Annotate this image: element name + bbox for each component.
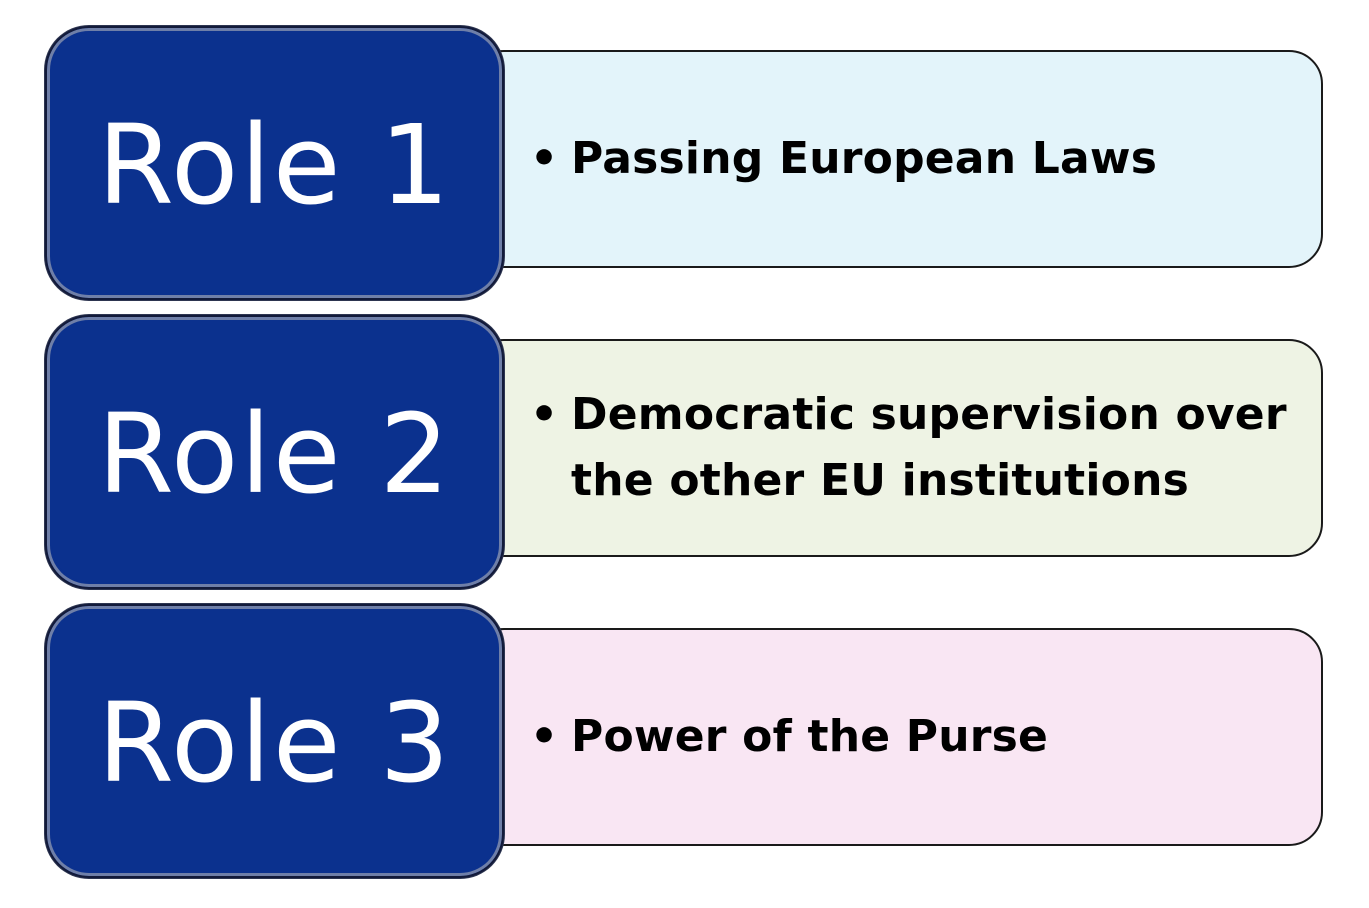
role-2-detail-line-1: Democratic supervision over <box>571 389 1287 440</box>
role-2-detail-line-2: the other EU institutions <box>571 455 1189 506</box>
role-2-detail-item: • Democratic supervision over the other … <box>530 382 1287 514</box>
bullet-icon: • <box>530 389 559 440</box>
role-1-detail-line-1: Passing European Laws <box>571 133 1158 184</box>
role-row-3: • Power of the Purse Role 3 <box>0 602 1369 882</box>
role-3-box: Role 3 <box>45 604 504 878</box>
role-2-detail-list: • Democratic supervision over the other … <box>530 382 1287 514</box>
role-row-1: • Passing European Laws Role 1 <box>0 24 1369 304</box>
bullet-icon: • <box>530 711 559 762</box>
role-3-detail-list: • Power of the Purse <box>530 704 1048 770</box>
role-2-label: Role 2 <box>97 390 452 518</box>
role-1-detail-content: • Passing European Laws <box>530 52 1291 266</box>
role-3-detail-box: • Power of the Purse <box>470 628 1323 846</box>
role-1-detail-list: • Passing European Laws <box>530 126 1157 192</box>
role-row-2: • Democratic supervision over the other … <box>0 313 1369 593</box>
role-2-box: Role 2 <box>45 315 504 589</box>
role-3-detail-line-1: Power of the Purse <box>571 711 1049 762</box>
role-1-detail-box: • Passing European Laws <box>470 50 1323 268</box>
role-3-detail-item: • Power of the Purse <box>530 704 1048 770</box>
role-1-box: Role 1 <box>45 26 504 300</box>
role-1-label: Role 1 <box>97 101 452 229</box>
bullet-icon: • <box>530 133 559 184</box>
role-2-detail-content: • Democratic supervision over the other … <box>530 341 1291 555</box>
role-1-detail-item: • Passing European Laws <box>530 126 1157 192</box>
role-3-detail-content: • Power of the Purse <box>530 630 1291 844</box>
role-2-detail-box: • Democratic supervision over the other … <box>470 339 1323 557</box>
role-3-label: Role 3 <box>97 679 452 807</box>
